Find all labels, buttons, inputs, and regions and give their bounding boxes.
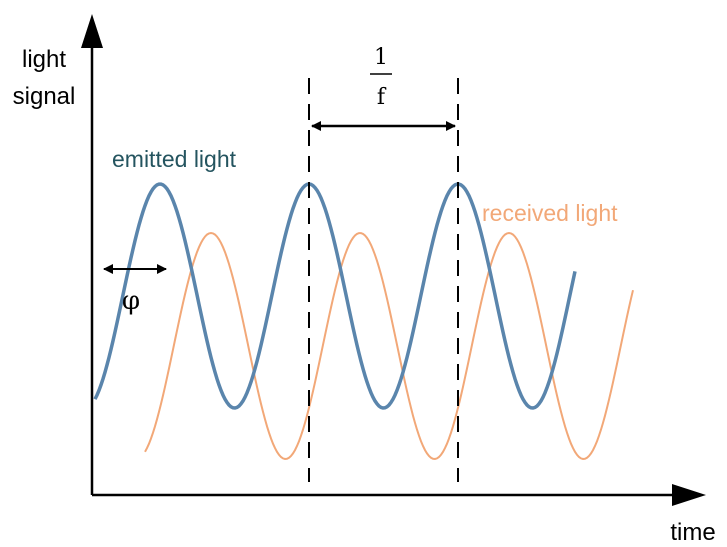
period-numerator: 1: [374, 45, 388, 70]
phase-symbol: φ: [122, 286, 140, 316]
period-denominator: f: [377, 85, 387, 110]
y-axis-label-line1: light: [22, 46, 66, 73]
y-axis-arrowhead: [81, 14, 103, 48]
emitted-light-label: emitted light: [112, 146, 237, 172]
y-axis-label-line2: signal: [13, 83, 76, 110]
received-light-label: received light: [482, 200, 618, 226]
emitted-light-wave: [93, 182, 577, 410]
x-axis-arrowhead: [672, 484, 706, 506]
x-axis-label: time: [670, 519, 715, 546]
